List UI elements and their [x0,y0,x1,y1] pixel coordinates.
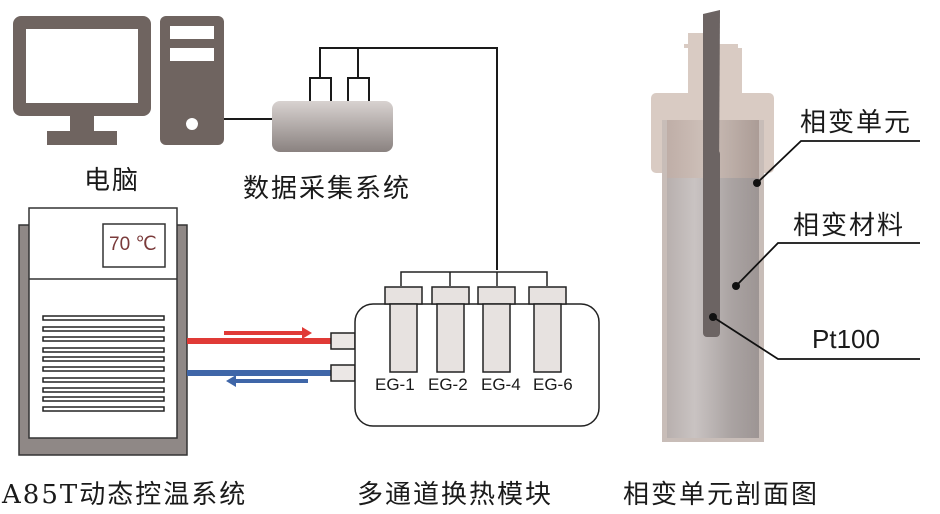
channel-tube [384,286,423,373]
arrow-right-icon [302,327,312,339]
daq-device [272,47,498,270]
pcm-material-label: 相变材料 [793,211,906,241]
inlet-port [330,332,356,350]
module-label: 多通道换热模块 [357,480,554,510]
thermostat-label: A85T动态控温系统 [2,480,248,510]
channel-label: EG-1 [375,375,415,394]
sensor-label: Pt100 [812,324,880,354]
channel-tube [477,286,516,373]
channel-label: EG-6 [533,375,573,394]
hot-supply-line [187,327,331,344]
thermostat-device [18,207,188,456]
channel-tube [528,286,567,373]
arrow-left-icon [226,375,236,387]
pcm-unit-section [651,10,920,442]
channel-label: EG-4 [481,375,521,394]
cold-return-line [187,370,331,387]
monitor-icon [13,16,151,145]
heat-exchange-module [330,271,600,427]
pc-tower-icon [160,16,224,145]
computer-label: 电脑 [84,166,141,196]
channel-label: EG-2 [428,375,468,394]
vent-grille [42,315,165,412]
pcm-unit-label: 相变单元 [800,108,913,138]
outlet-port [330,364,356,382]
temperature-display [102,223,166,268]
daq-label: 数据采集系统 [243,174,412,204]
section-label: 相变单元剖面图 [623,480,820,510]
temperature-readout: 70 ℃ [109,234,157,255]
channel-tube [431,286,470,373]
